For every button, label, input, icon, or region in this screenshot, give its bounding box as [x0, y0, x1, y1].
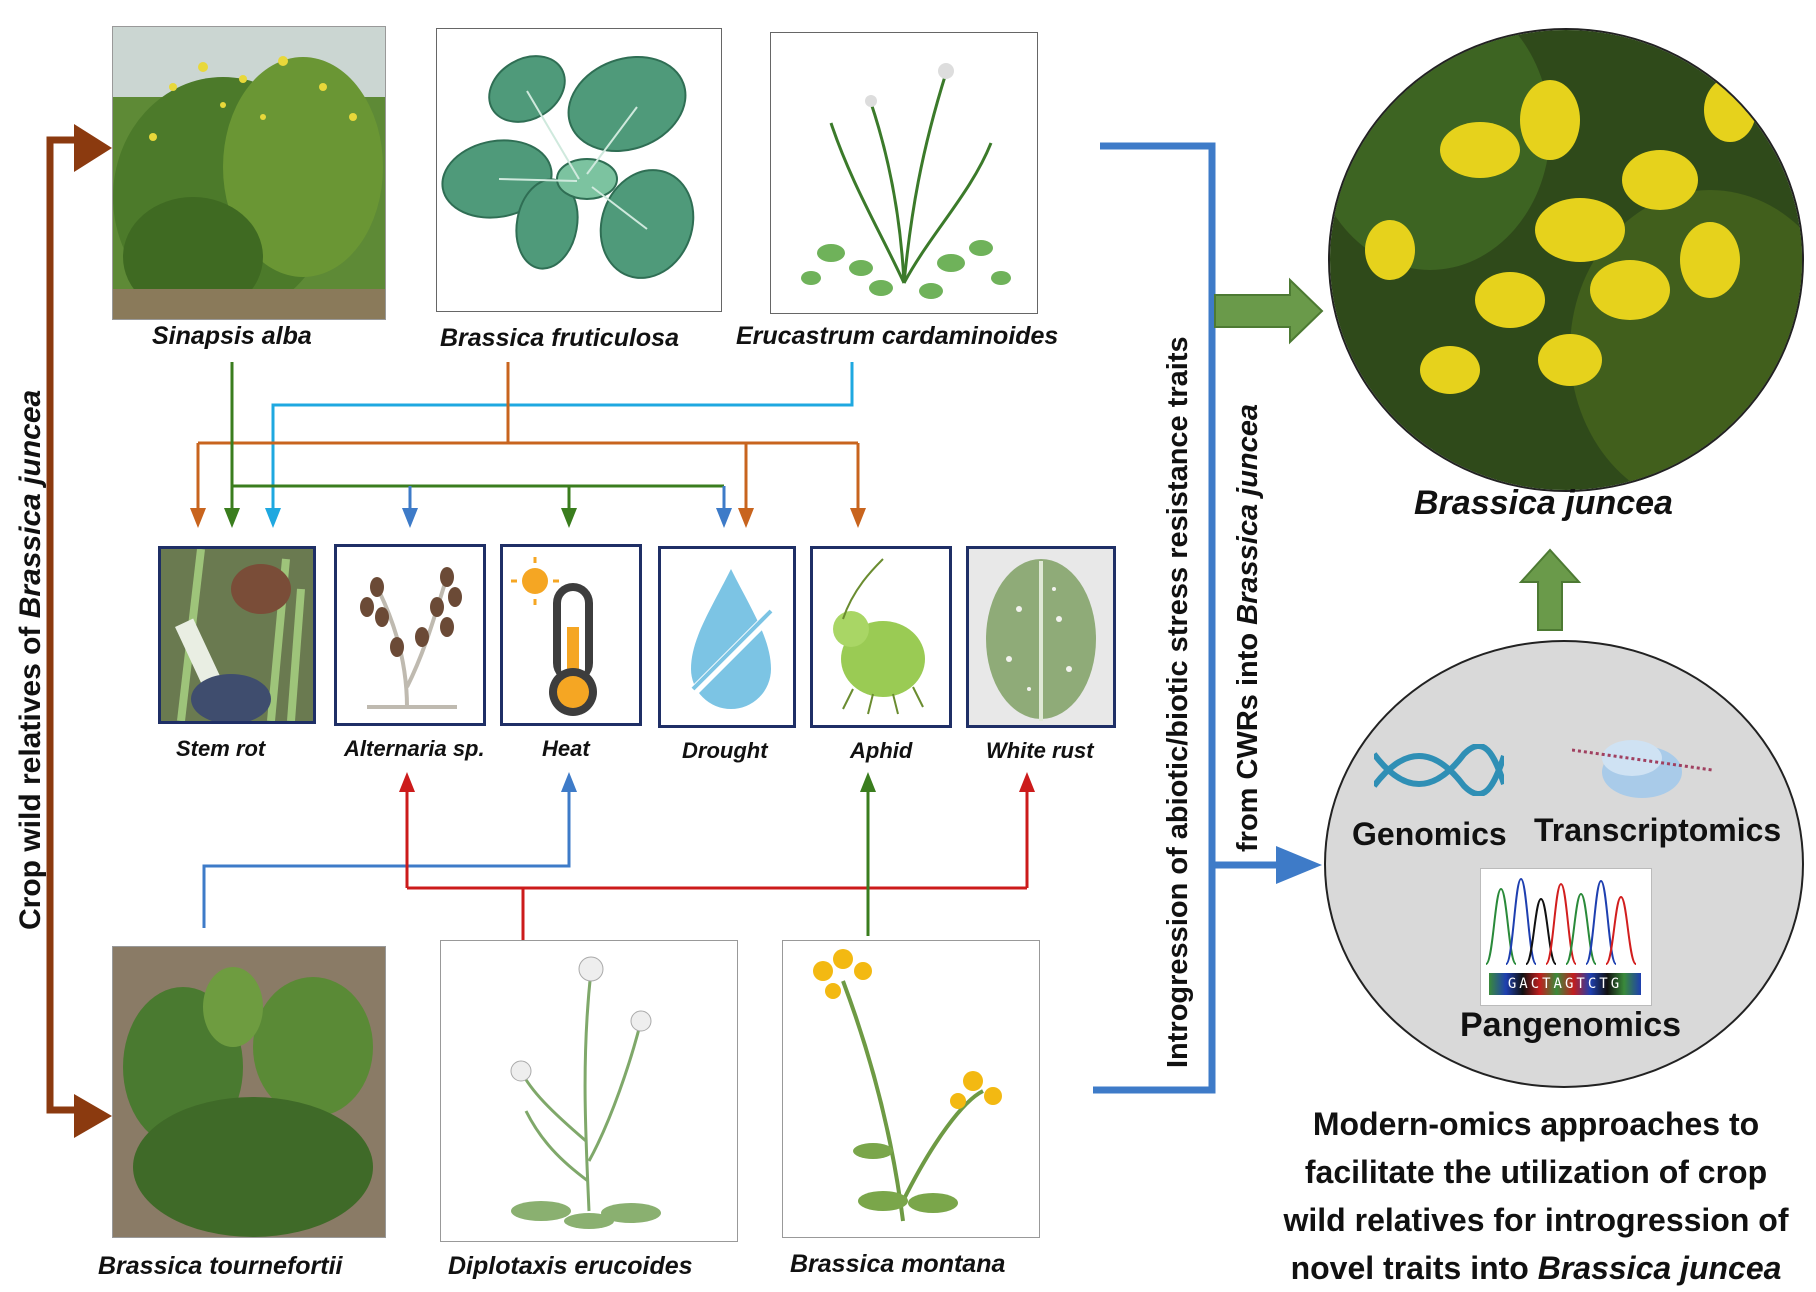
- diplotaxis-connector: [405, 790, 1029, 940]
- genomics-label: Genomics: [1352, 816, 1507, 852]
- crw-bracket: [46, 136, 82, 1114]
- trait-alternaria-label: Alternaria sp.: [344, 736, 485, 761]
- chromatogram-icon: GACTAGTCTG: [1480, 868, 1652, 1006]
- brassica-montana-label: Brassica montana: [790, 1250, 1006, 1278]
- bracket-arrow-bottom: [74, 1094, 112, 1138]
- erucastrum-connector: [271, 362, 854, 510]
- aphid-icon: [833, 558, 925, 715]
- to-juncea-arrow: [1214, 277, 1324, 345]
- trait-stem-rot-label: Stem rot: [176, 736, 266, 761]
- introgression-bracket: [1093, 142, 1278, 1094]
- trait-stem-rot-image: [158, 546, 316, 724]
- transcriptomics-label: Transcriptomics: [1534, 812, 1782, 848]
- fruticulosa-connector: [196, 362, 860, 510]
- trait-drought-label: Drought: [682, 738, 768, 763]
- sinapsis-alba-label: Sinapsis alba: [152, 322, 312, 350]
- brassica-juncea-label: Brassica juncea: [1414, 484, 1673, 522]
- thermometer-icon: [511, 557, 597, 716]
- trait-white-rust-label: White rust: [986, 738, 1094, 763]
- brassica-juncea-photo: [1328, 28, 1804, 492]
- diplotaxis-erucoides-label: Diplotaxis erucoides: [448, 1252, 693, 1280]
- trait-aphid-image: [810, 546, 952, 728]
- dna-sequence-strip: GACTAGTCTG: [1489, 973, 1641, 995]
- omics-caption: Modern-omics approaches to facilitate th…: [1283, 1106, 1789, 1286]
- brassica-tournefortii-photo: [112, 946, 386, 1238]
- trait-aphid-label: Aphid: [850, 738, 913, 763]
- left-axis-label: Crop wild relatives of Brassica juncea: [14, 389, 47, 930]
- erucastrum-cardaminoides-illustration: [770, 32, 1038, 314]
- tournefortii-connector: [202, 790, 571, 928]
- brassica-fruticulosa-illustration: [436, 28, 722, 312]
- ribosome-icon: [1572, 740, 1712, 798]
- trait-drought-image: [658, 546, 796, 728]
- brassica-fruticulosa-label: Brassica fruticulosa: [440, 324, 679, 352]
- trait-heat-label: Heat: [542, 736, 590, 761]
- diplotaxis-erucoides-illustration: [440, 940, 738, 1242]
- trait-heat-image: [500, 544, 642, 726]
- introgression-label-line1: Introgression of abiotic/biotic stress r…: [1162, 336, 1194, 1068]
- erucastrum-cardaminoides-label: Erucastrum cardaminoides: [736, 322, 1059, 350]
- dna-icon: [1374, 744, 1504, 796]
- brassica-montana-illustration: [782, 940, 1040, 1238]
- bracket-arrow-top: [74, 124, 112, 172]
- omics-circle: [1324, 640, 1804, 1088]
- introgression-label-line2: from CWRs into Brassica juncea: [1232, 403, 1264, 852]
- brassica-tournefortii-label: Brassica tournefortii: [98, 1252, 343, 1280]
- pangenomics-label: Pangenomics: [1460, 1006, 1682, 1044]
- trait-white-rust-image: [966, 546, 1116, 728]
- omics-up-arrow: [1518, 548, 1582, 631]
- trait-alternaria-image: [334, 544, 486, 726]
- no-water-icon: [682, 569, 780, 709]
- to-omics-arrow: [1276, 846, 1322, 884]
- sinapsis-connector: [230, 362, 724, 510]
- sinapsis-alba-photo: [112, 26, 386, 320]
